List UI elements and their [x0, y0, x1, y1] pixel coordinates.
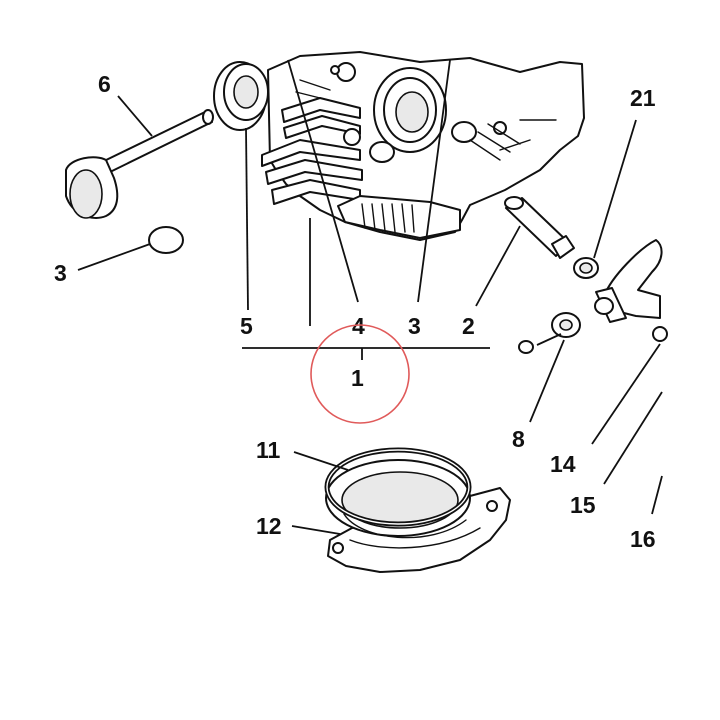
callout-12: 12 — [256, 513, 282, 539]
callout-6: 6 — [98, 71, 111, 97]
valve — [65, 109, 214, 219]
callout-21: 21 — [630, 85, 656, 111]
callout-labels: 6 5 4 3 2 1 3 21 8 14 15 16 11 12 — [54, 71, 656, 552]
valve-seal-ring — [213, 61, 269, 131]
small-o-ring — [573, 257, 599, 279]
callout-13-partial: 3 — [54, 260, 67, 286]
cylinder-head — [261, 51, 585, 241]
callout-5: 5 — [240, 313, 253, 339]
shim-disc — [148, 226, 184, 254]
intake-flange — [325, 459, 511, 573]
leader-lines — [77, 59, 663, 535]
large-o-ring — [324, 447, 472, 527]
callout-11: 11 — [256, 437, 281, 463]
highlight-circle — [310, 324, 410, 424]
callout-3: 3 — [408, 313, 421, 339]
callout-16: 16 — [630, 526, 656, 552]
callout-4: 4 — [352, 313, 365, 339]
callout-15: 15 — [570, 492, 596, 518]
valve-guide — [504, 196, 575, 259]
callout-1: 1 — [351, 365, 364, 391]
callout-14: 14 — [550, 451, 576, 477]
washer — [518, 312, 581, 354]
rocker-arm — [594, 239, 668, 342]
group-bracket — [242, 347, 490, 360]
callout-2: 2 — [462, 313, 475, 339]
callout-8: 8 — [512, 426, 525, 452]
